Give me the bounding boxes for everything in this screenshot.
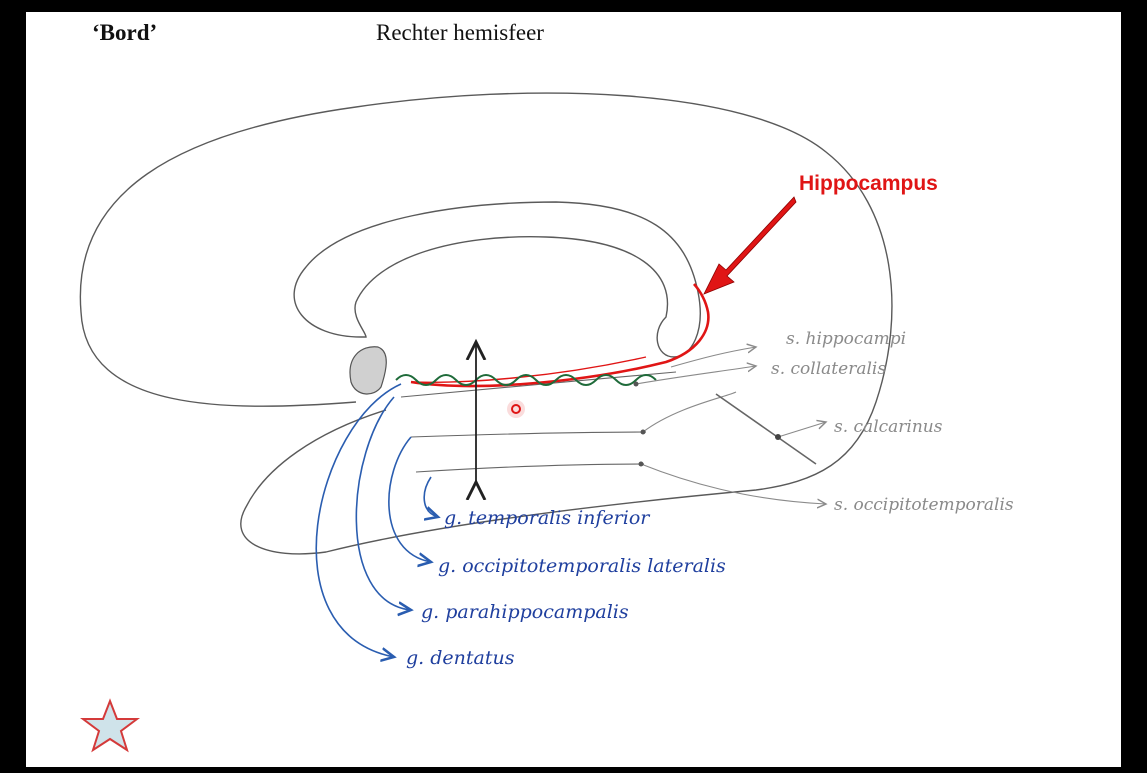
collateralis-dot xyxy=(633,381,639,387)
occipitotemporalis-dot xyxy=(638,461,644,467)
sulcus-occipitotemporalis-label: s. occipitotemporalis xyxy=(834,495,1014,515)
sulcus-hippocampi-label: s. hippocampi xyxy=(786,329,906,349)
sulcus-occipitotemporalis-arrow xyxy=(640,463,826,504)
sulcus-collateralis-label: s. collateralis xyxy=(771,359,886,379)
calcarinus-dot-1 xyxy=(640,429,646,435)
inner-line-2 xyxy=(410,431,647,438)
sulcus-calcarinus-label: s. calcarinus xyxy=(834,417,943,437)
uncus-shape xyxy=(349,346,387,395)
hippocampus-band xyxy=(410,283,710,388)
gyrus-parahippocampalis-label: g. parahippocampalis xyxy=(421,601,629,623)
hemisphere-outline xyxy=(79,92,893,555)
calcarinus-dot-2 xyxy=(775,434,781,440)
pointer-dot-icon xyxy=(511,404,521,414)
gyrus-temporalis-arrow xyxy=(423,476,438,517)
gyrus-temporalis-label: g. temporalis inferior xyxy=(444,507,651,529)
calcarine-line xyxy=(715,393,817,465)
sulcus-calcarinus-arrow xyxy=(642,391,737,433)
gyrus-dentatus-label: g. dentatus xyxy=(406,647,515,669)
star-icon xyxy=(80,698,140,753)
hemisphere-drawing: Hippocampus s. hippocampi s. collaterali… xyxy=(79,92,1014,753)
hippocampus-arrow xyxy=(703,196,797,295)
slide-title: Rechter hemisfeer xyxy=(376,20,544,45)
gyrus-dentatus-arrow xyxy=(315,383,402,657)
gyrus-occipitotemporalis-arrow xyxy=(388,436,431,562)
inner-line-1 xyxy=(400,371,677,398)
dentate-wave xyxy=(395,374,657,386)
calcarinus-pointer xyxy=(777,422,826,438)
diagram-slide: ‘Bord’ Rechter hemisfeer xyxy=(26,12,1121,767)
inner-line-3 xyxy=(415,463,645,473)
sulcus-collateralis-arrow xyxy=(635,366,756,385)
slide-label-bord: ‘Bord’ xyxy=(92,20,158,45)
gyrus-parahippocampalis-arrow xyxy=(355,396,411,610)
hippocampus-band-inner xyxy=(410,356,647,384)
callosal-loop xyxy=(293,201,701,358)
sulcus-hippocampi-arrow xyxy=(670,347,756,368)
pointer-glow xyxy=(507,400,525,418)
gyrus-occipitotemporalis-label: g. occipitotemporalis lateralis xyxy=(438,555,726,577)
hippocampus-label: Hippocampus xyxy=(799,172,938,195)
